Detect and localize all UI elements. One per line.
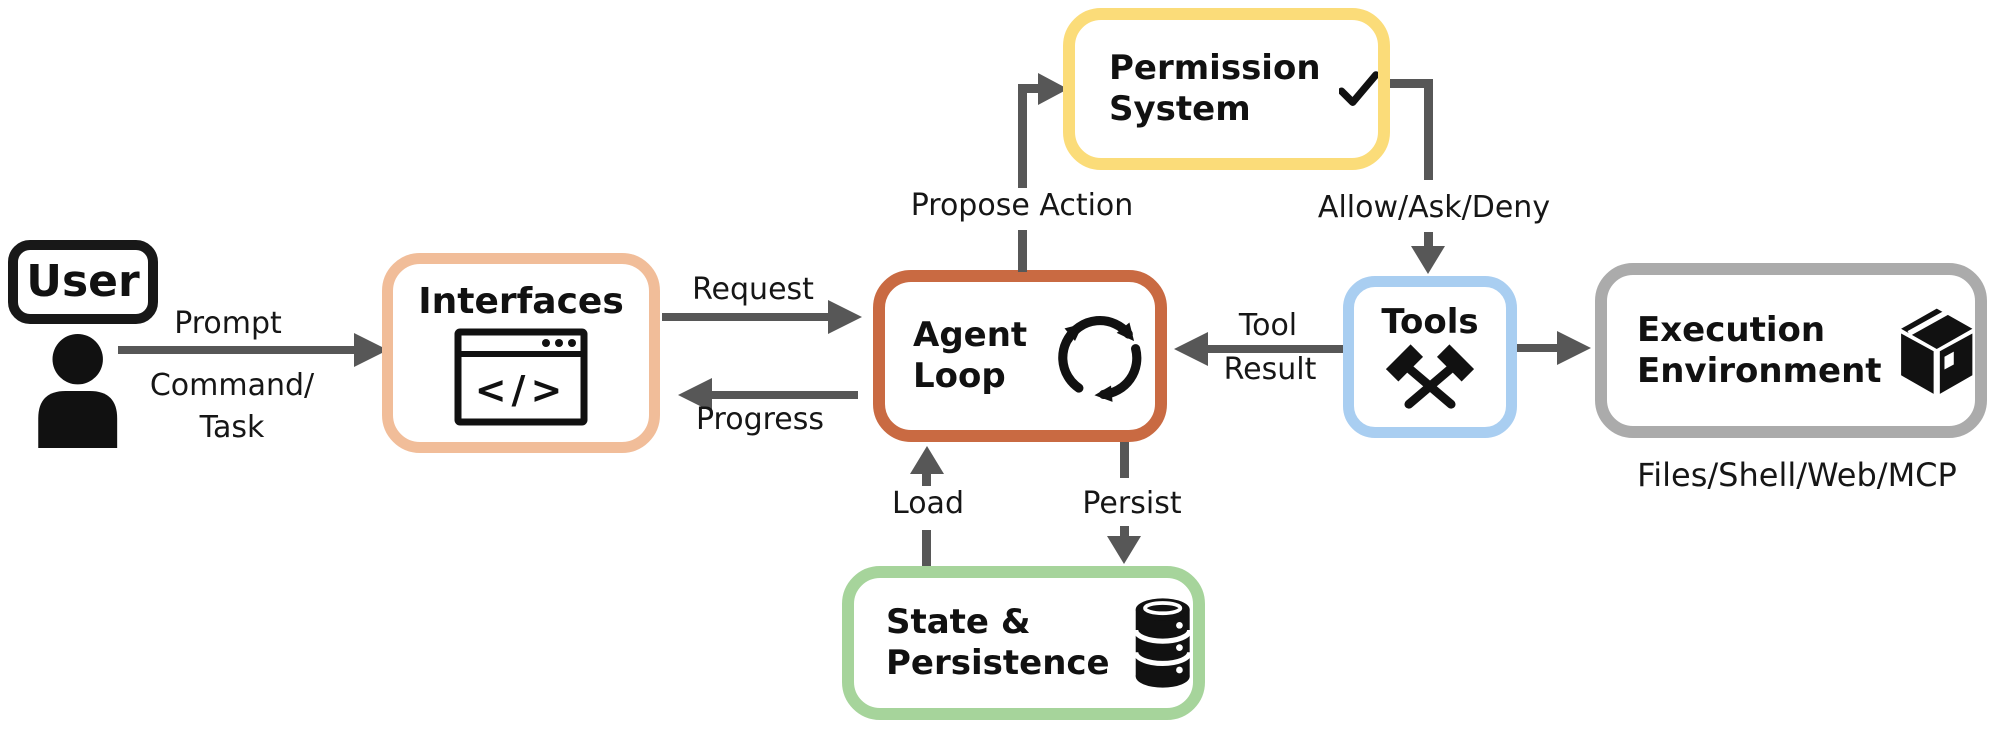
tool-result-arrow-line	[1208, 345, 1343, 353]
edge-label-allow-ask-deny: Allow/Ask/Deny	[1317, 190, 1551, 225]
tools-node: Tools	[1343, 276, 1517, 438]
progress-arrowhead	[678, 378, 712, 412]
prompt-arrow-line	[118, 346, 356, 354]
load-arrow-seg-upper	[922, 472, 931, 486]
edge-label-load: Load	[892, 486, 964, 521]
permission-system-node: Permission System	[1063, 8, 1390, 170]
edge-label-tool: Tool	[1238, 308, 1298, 343]
edge-label-request: Request	[692, 272, 814, 307]
request-arrowhead	[828, 300, 862, 334]
package-icon	[1900, 307, 1972, 394]
interfaces-label: Interfaces	[418, 281, 624, 323]
permission-system-label: Permission System	[1109, 48, 1321, 129]
edge-label-persist: Persist	[1082, 486, 1182, 521]
execution-environment-node: Execution Environment	[1595, 263, 1987, 438]
checkmark-icon	[1338, 71, 1378, 106]
execution-environment-label: Execution Environment	[1637, 309, 1882, 391]
user-label: User	[26, 255, 140, 307]
execution-environment-caption: Files/Shell/Web/MCP	[1637, 456, 1957, 494]
database-icon	[1132, 598, 1192, 688]
progress-arrow-line	[712, 391, 858, 399]
decision-arrow-seg-horizontal	[1390, 79, 1432, 88]
edge-label-command: Command/	[149, 368, 315, 403]
crossed-hammers-icon	[1386, 344, 1474, 410]
state-persistence-node: State & Persistence	[842, 566, 1205, 720]
code-glyph: </>	[475, 368, 568, 412]
agent-loop-label: Agent Loop	[913, 315, 1028, 396]
tools-exec-arrowhead	[1557, 331, 1591, 365]
load-arrow-seg-lower	[922, 530, 931, 568]
interfaces-node: Interfaces </>	[382, 253, 660, 453]
persist-arrow-seg-lower	[1120, 526, 1129, 538]
propose-arrow-seg-bend	[1018, 84, 1040, 93]
tool-result-arrowhead	[1174, 332, 1208, 366]
edge-label-task: Task	[199, 410, 265, 445]
persist-arrow-seg-upper	[1120, 442, 1129, 478]
person-icon	[38, 334, 118, 448]
persist-arrowhead	[1107, 536, 1141, 564]
decision-arrowhead	[1411, 246, 1445, 274]
propose-arrow-seg-lower	[1018, 230, 1027, 272]
load-arrowhead	[910, 446, 944, 474]
edge-label-prompt: Prompt	[174, 306, 282, 341]
cycle-arrows-icon	[1058, 316, 1142, 402]
decision-arrow-seg-upper	[1424, 79, 1433, 180]
propose-arrow-seg-upper	[1018, 84, 1027, 188]
browser-code-icon: </>	[454, 328, 588, 426]
edge-label-progress: Progress	[695, 402, 825, 437]
agent-loop-node: Agent Loop	[873, 270, 1167, 442]
user-node: User	[8, 240, 158, 324]
edge-label-result: Result	[1223, 352, 1317, 387]
decision-arrow-seg-lower	[1424, 232, 1433, 248]
tools-exec-arrow-line	[1517, 344, 1559, 352]
state-persistence-label: State & Persistence	[886, 602, 1110, 683]
request-arrow-line	[662, 313, 830, 321]
tools-label: Tools	[1381, 301, 1479, 342]
edge-label-propose-action: Propose Action	[910, 188, 1134, 223]
